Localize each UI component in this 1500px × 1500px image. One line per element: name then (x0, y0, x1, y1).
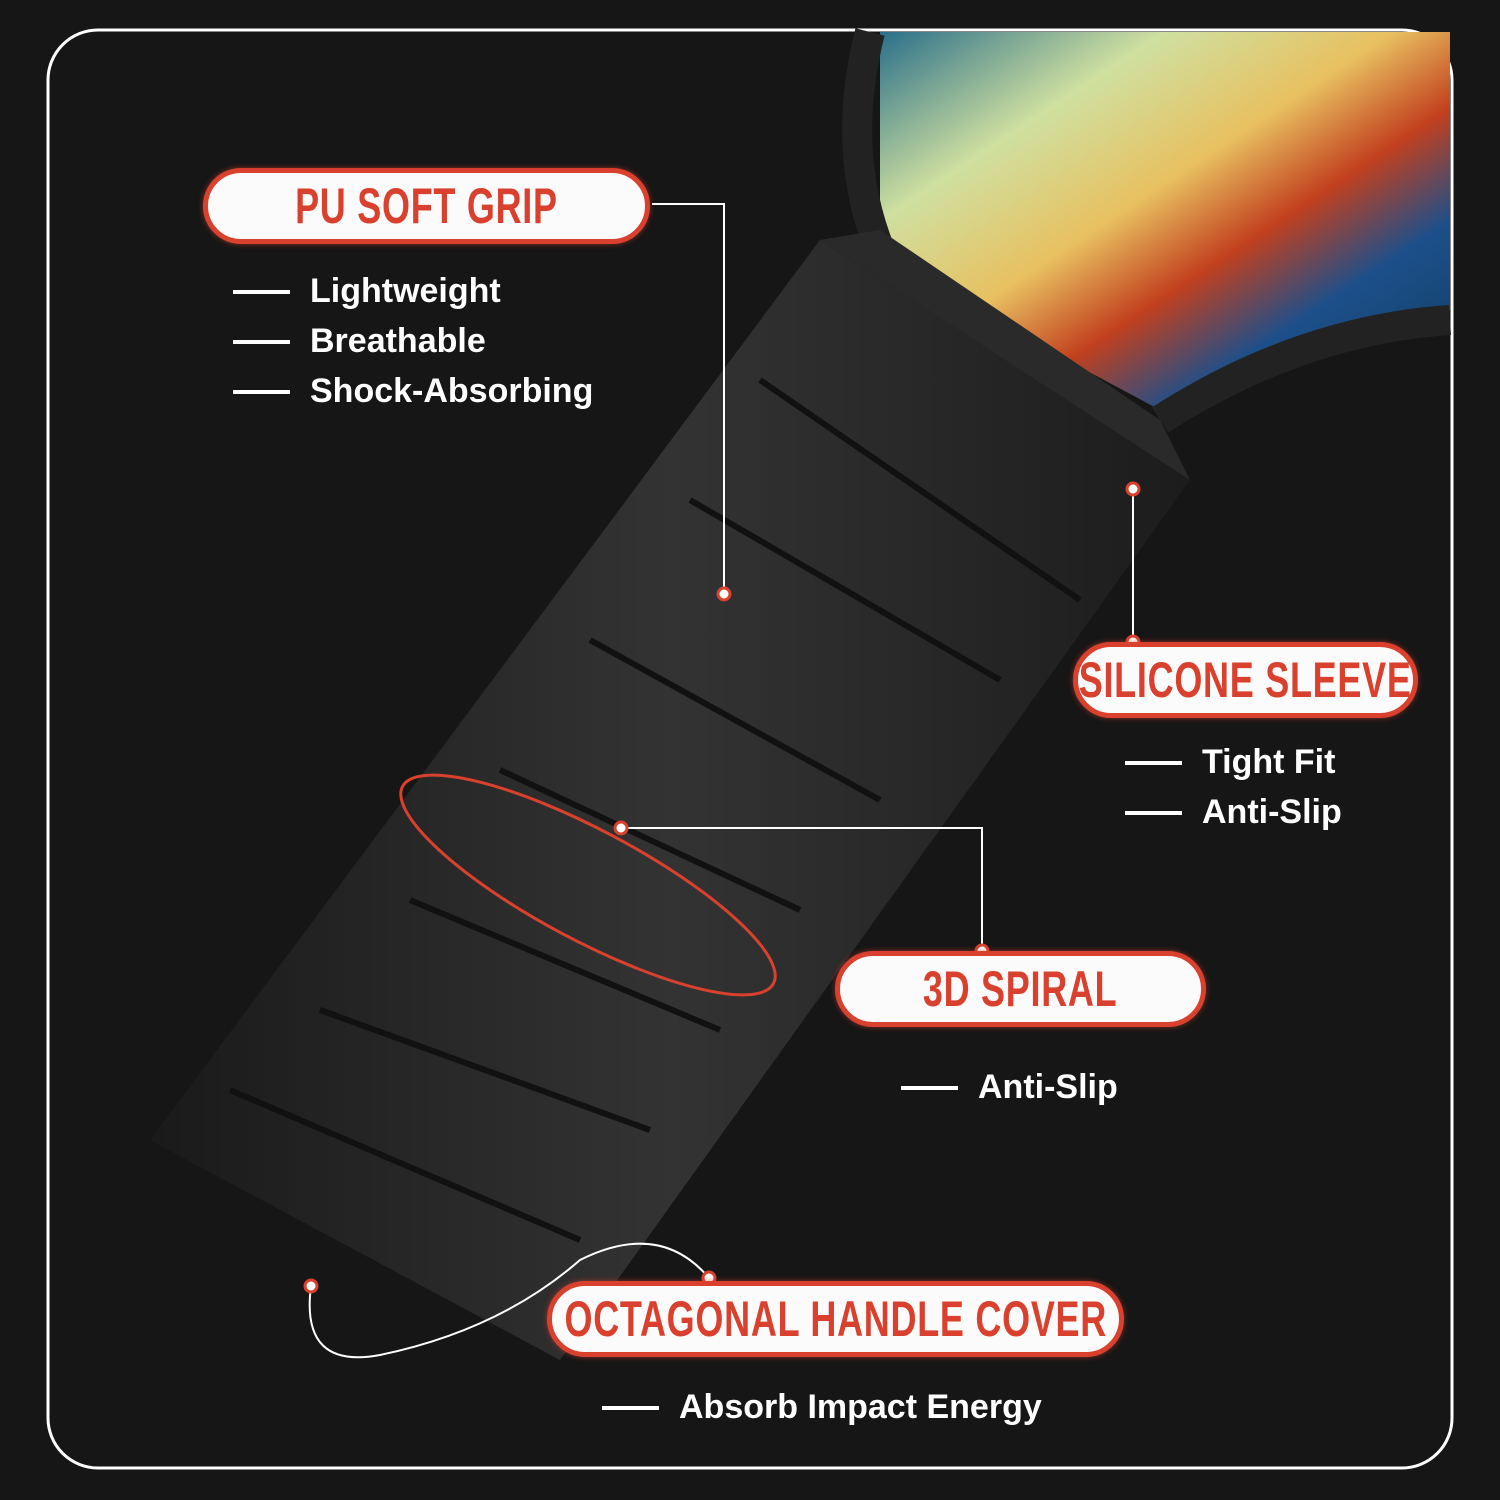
feature-text: Breathable (310, 322, 486, 360)
frame (46, 28, 1454, 1470)
connector-dot (303, 1278, 319, 1294)
feature-text: Anti-Slip (978, 1068, 1118, 1106)
dash-icon (901, 1085, 958, 1090)
connector-dot (1125, 481, 1141, 497)
dash-icon (233, 339, 290, 344)
label-3d-spiral: 3D SPIRAL (835, 951, 1206, 1027)
feature-item: Anti-Slip (1125, 793, 1342, 832)
feature-item: Breathable (233, 322, 486, 361)
label-pu-soft-grip: PU SOFT GRIP (203, 168, 650, 244)
dash-icon (1125, 810, 1182, 815)
feature-item: Anti-Slip (901, 1068, 1118, 1107)
label-title: 3D SPIRAL (923, 961, 1118, 1017)
grip-handle (150, 230, 1190, 1360)
paddle-edge (842, 28, 1452, 433)
dash-icon (1125, 760, 1182, 765)
label-octagonal-handle-cover: OCTAGONAL HANDLE COVER (547, 1281, 1124, 1357)
label-title: SILICONE SLEEVE (1079, 652, 1412, 708)
feature-text: Anti-Slip (1202, 793, 1342, 831)
connector-dot (716, 586, 732, 602)
connector-pu (652, 203, 725, 594)
dash-icon (602, 1405, 659, 1410)
feature-item: Tight Fit (1125, 743, 1335, 782)
label-silicone-sleeve: SILICONE SLEEVE (1073, 642, 1418, 718)
feature-item: Lightweight (233, 272, 501, 311)
dash-icon (233, 389, 290, 394)
connector-spiral (621, 827, 983, 951)
dash-icon (233, 289, 290, 294)
connector-octagonal (308, 1242, 710, 1359)
feature-text: Tight Fit (1202, 743, 1336, 781)
feature-item: Shock-Absorbing (233, 372, 593, 411)
feature-text: Absorb Impact Energy (679, 1388, 1042, 1426)
feature-item: Absorb Impact Energy (602, 1388, 1042, 1427)
label-title: PU SOFT GRIP (295, 178, 558, 234)
spiral-ring (399, 773, 777, 997)
connector-dot (613, 820, 629, 836)
feature-text: Shock-Absorbing (310, 372, 594, 410)
paddle-face (880, 32, 1450, 410)
label-title: OCTAGONAL HANDLE COVER (564, 1291, 1107, 1347)
feature-text: Lightweight (310, 272, 501, 310)
